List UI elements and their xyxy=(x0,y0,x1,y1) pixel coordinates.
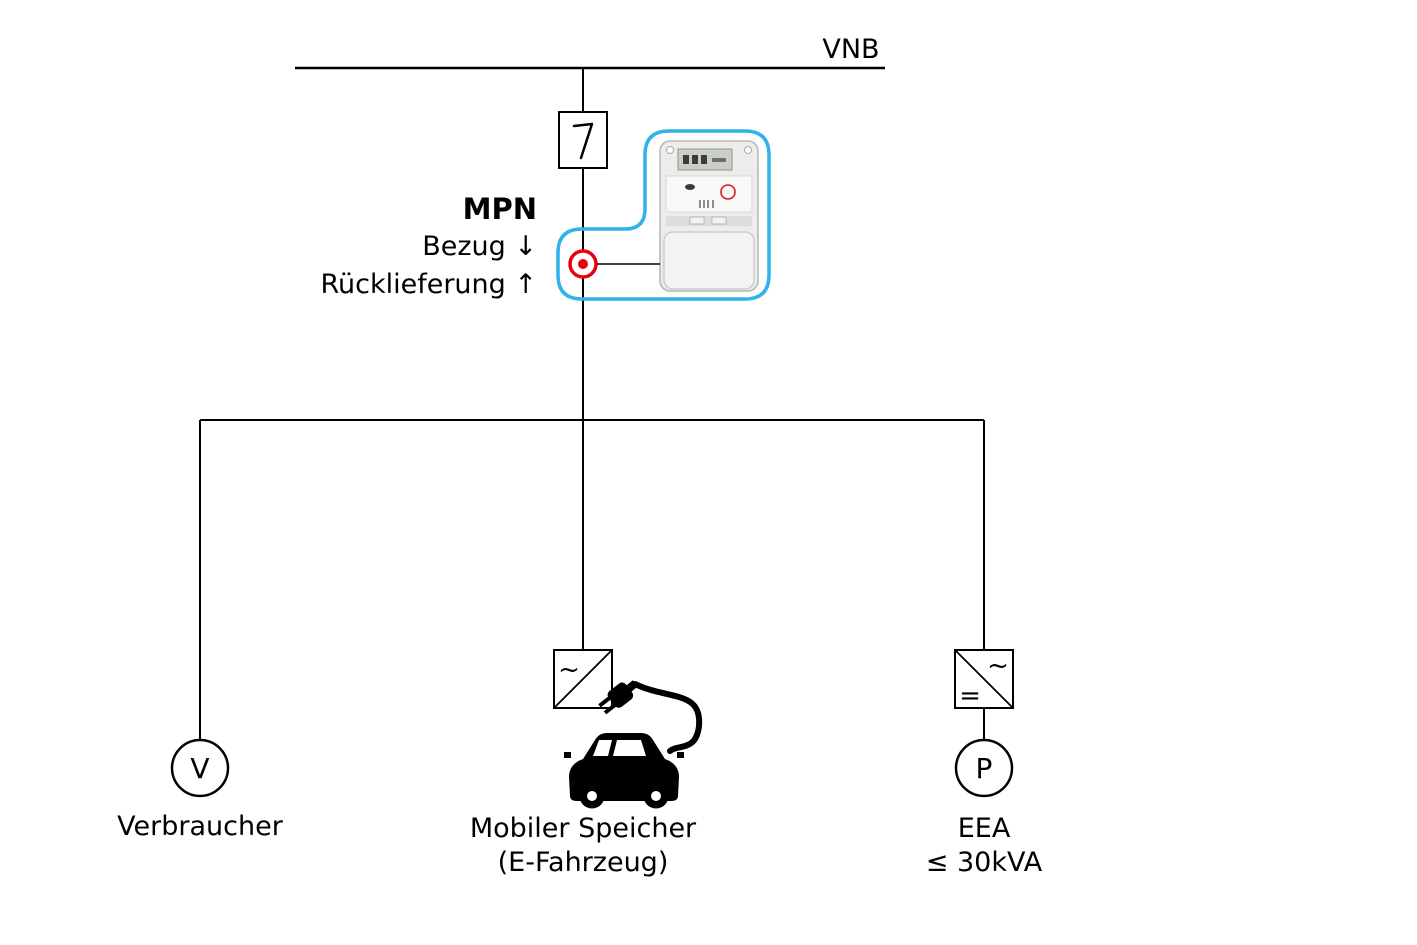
eea-inverter-ac-symbol: ~ xyxy=(987,651,1009,681)
car-icon xyxy=(564,733,684,809)
ev-label: Mobiler Speicher xyxy=(469,813,697,844)
consumer-symbol-letter: V xyxy=(190,752,209,785)
measuring-point-icon xyxy=(568,249,598,279)
meter-button xyxy=(711,216,727,225)
consumer-symbol: V xyxy=(170,738,230,798)
generator-symbol-letter: P xyxy=(976,752,993,785)
smart-meter-outline xyxy=(556,129,771,301)
fuse-icon xyxy=(558,111,608,169)
meter-screw-icon xyxy=(744,146,752,154)
eea-inverter-dc-symbol: = xyxy=(959,681,981,711)
generator-symbol: P xyxy=(954,738,1014,798)
consumer-label: Verbraucher xyxy=(117,811,283,842)
eea-label: EEA xyxy=(957,813,1011,844)
mpn-export-label: Rücklieferung ↑ xyxy=(320,269,537,300)
meter-label-plate xyxy=(665,175,753,213)
ev-inverter-icon: ~ xyxy=(553,649,613,709)
eea-inverter-icon: ~ = xyxy=(954,649,1014,711)
meter-red-seal-icon xyxy=(720,184,736,200)
smart-meter-image xyxy=(659,140,759,292)
eea-sublabel: ≤ 30kVA xyxy=(925,847,1043,878)
mpn-import-label: Bezug ↓ xyxy=(422,231,537,262)
mpn-label-block: MPN Bezug ↓ Rücklieferung ↑ xyxy=(320,190,537,304)
vnb-label: VNB xyxy=(822,34,880,65)
meter-button xyxy=(689,216,705,225)
meter-screw-icon xyxy=(666,146,674,154)
ev-inverter-ac-symbol: ~ xyxy=(558,655,580,685)
mpn-title: MPN xyxy=(462,192,537,226)
meter-terminal-cover xyxy=(663,231,755,290)
charging-plug-icon xyxy=(598,680,638,715)
ev-sublabel: (E-Fahrzeug) xyxy=(497,847,669,878)
charging-cable xyxy=(632,681,703,754)
